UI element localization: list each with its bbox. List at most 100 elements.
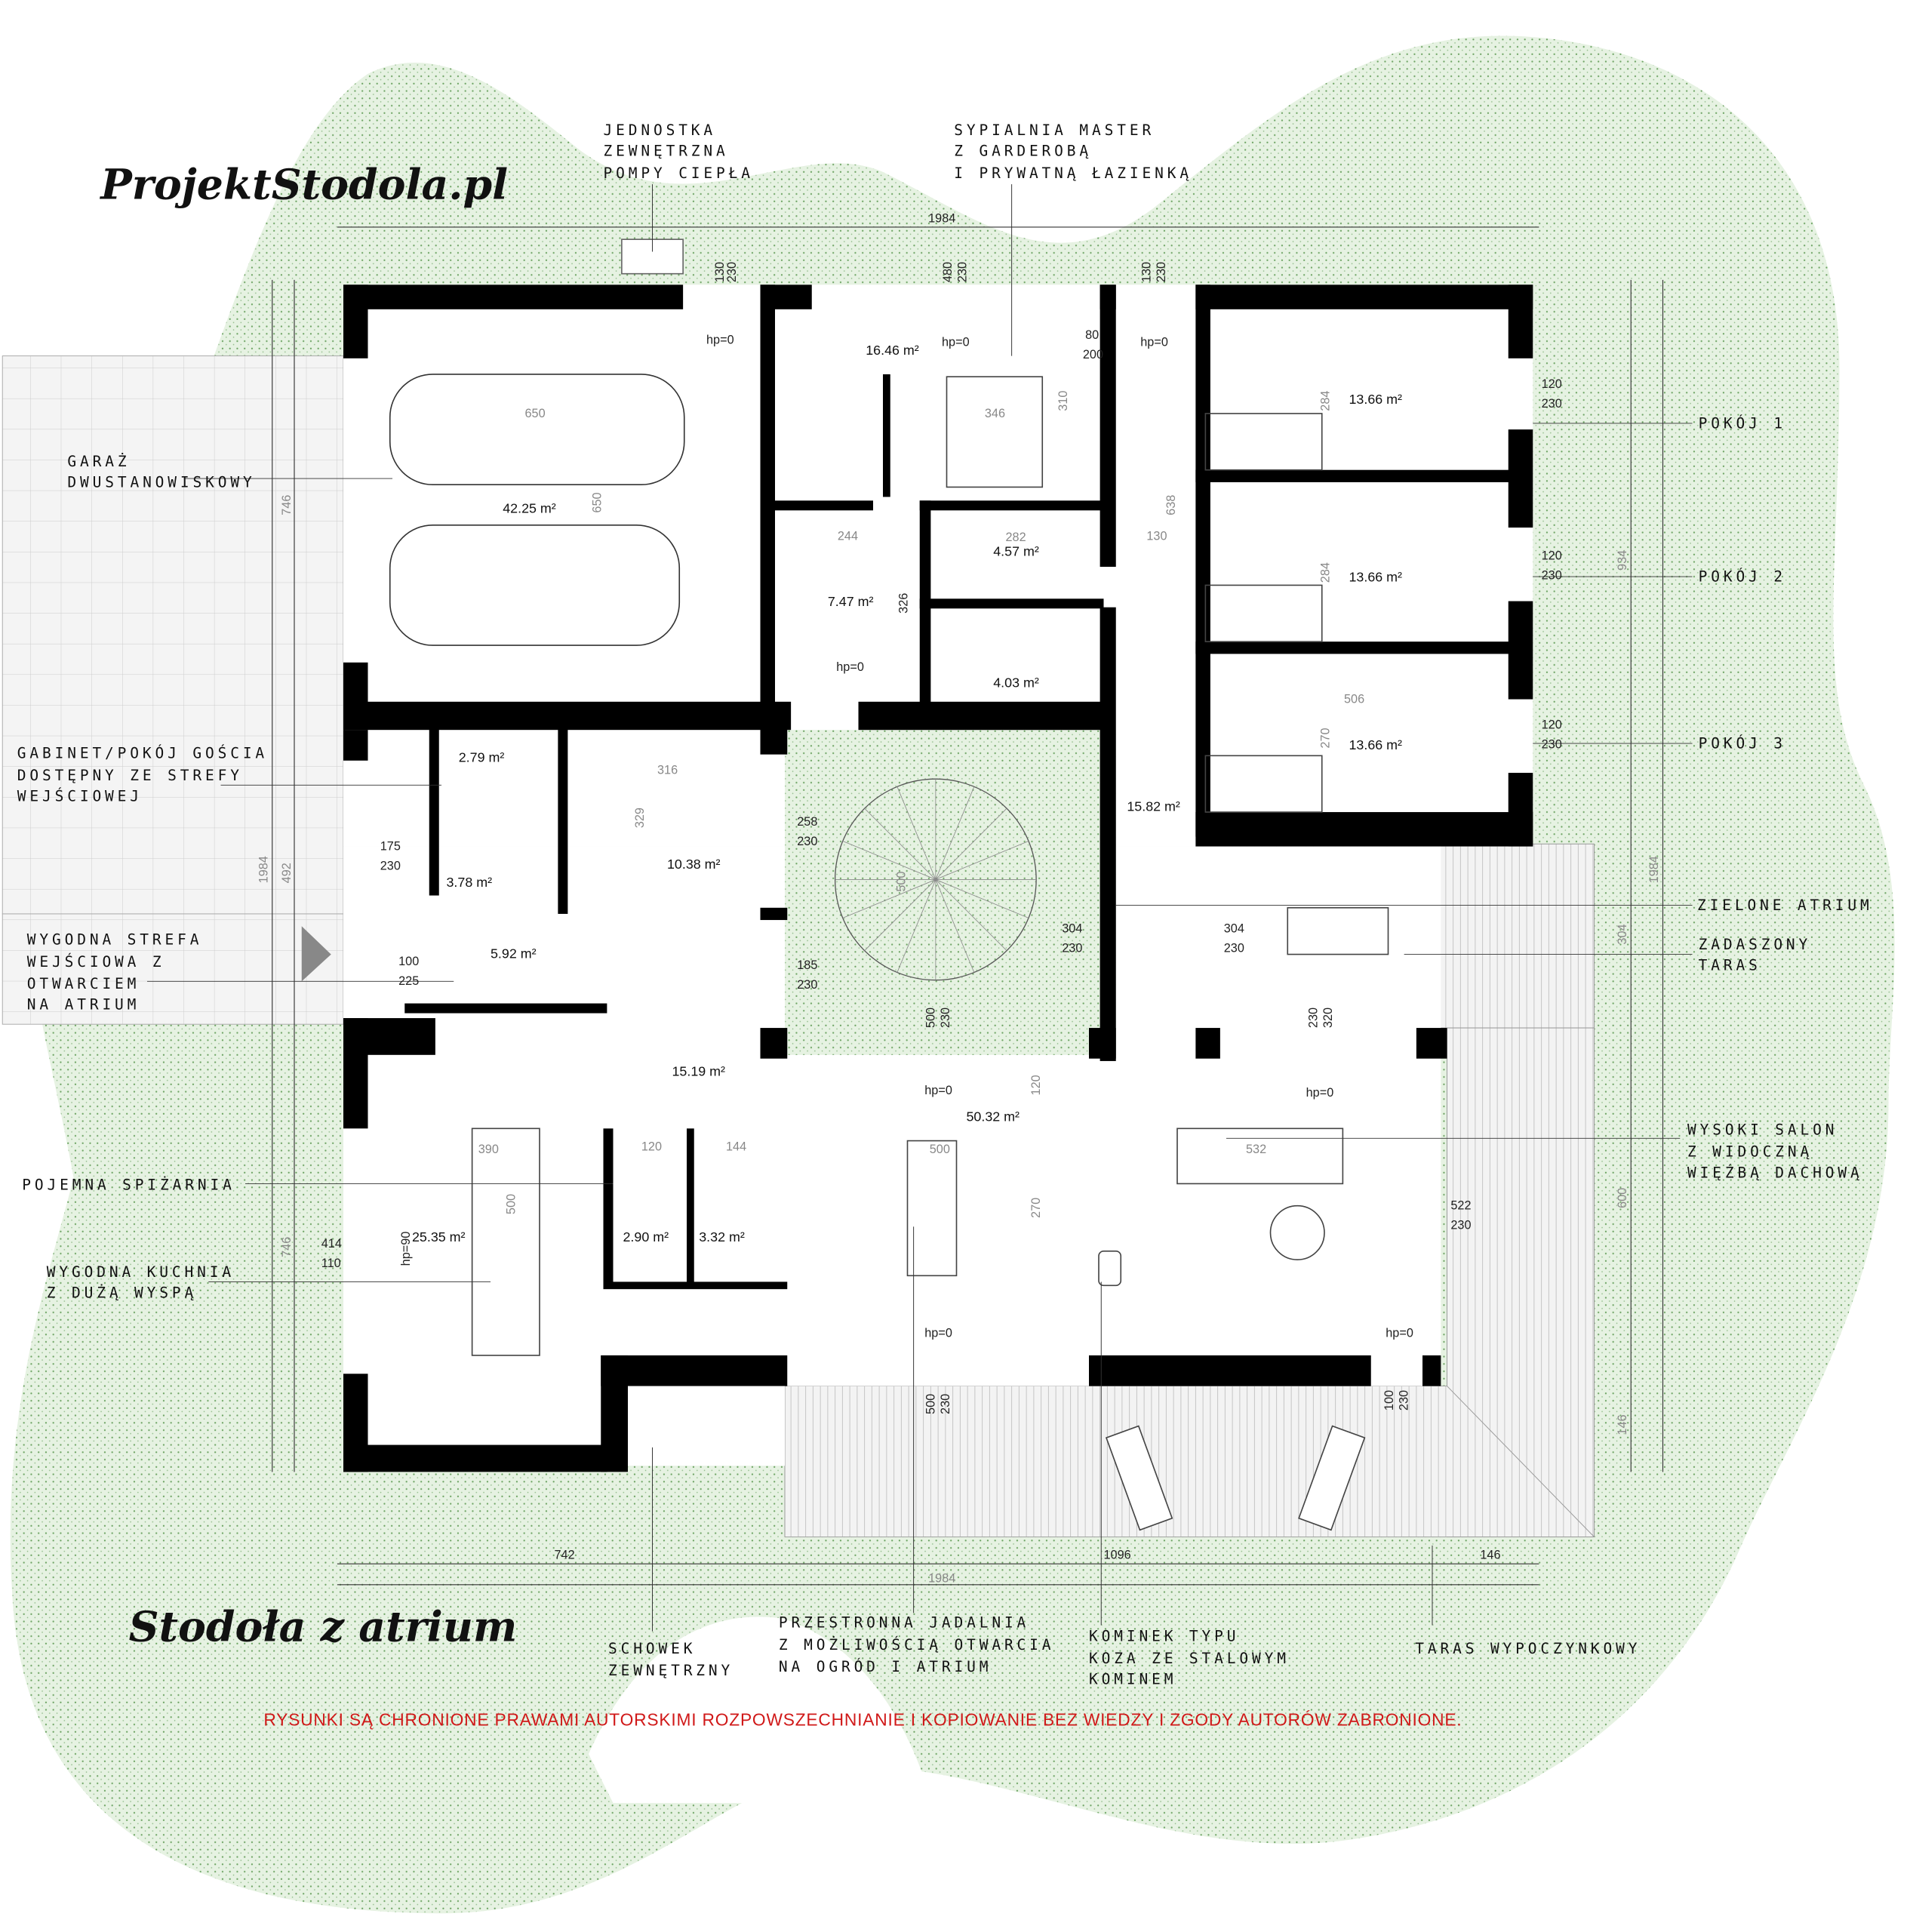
svg-text:258: 258 (797, 815, 817, 829)
svg-text:GABINET/POKÓJ GOŚCIA: GABINET/POKÓJ GOŚCIA (17, 744, 268, 762)
annotation-room1: POKÓJ 1 (1699, 414, 1786, 432)
area-garage: 42.25 m² (503, 501, 556, 516)
svg-text:OTWARCIEM: OTWARCIEM (27, 975, 140, 992)
svg-text:934: 934 (1616, 550, 1629, 571)
svg-text:JEDNOSTKA: JEDNOSTKA (604, 122, 717, 139)
walls (343, 285, 1533, 1472)
svg-text:DOSTĘPNY ZE STREFY: DOSTĘPNY ZE STREFY (17, 767, 243, 784)
bed-master-icon (946, 376, 1044, 488)
svg-text:POMPY CIEPŁA: POMPY CIEPŁA (604, 165, 754, 182)
svg-text:130: 130 (1146, 529, 1167, 543)
annotation-kitchen: WYGODNA KUCHNIA Z DUŻĄ WYSPĄ (47, 1263, 235, 1302)
annotation-salon: WYSOKI SALON Z WIDOCZNĄ WIĘŹBĄ DACHOWĄ (1687, 1121, 1859, 1181)
svg-text:NA OGRÓD I ATRIUM: NA OGRÓD I ATRIUM (779, 1657, 992, 1675)
svg-text:120: 120 (1029, 1075, 1043, 1095)
svg-text:ZADASZONY: ZADASZONY (1699, 936, 1812, 953)
svg-text:230: 230 (1398, 1390, 1411, 1411)
area-office: 10.38 m² (667, 857, 721, 872)
area-bath: 3.32 m² (699, 1229, 745, 1244)
svg-text:hp=0: hp=0 (1386, 1327, 1413, 1340)
svg-text:146: 146 (1480, 1549, 1500, 1562)
svg-text:175: 175 (380, 839, 401, 853)
svg-text:500: 500 (505, 1194, 518, 1214)
coffee-table-icon (1269, 1204, 1325, 1260)
svg-text:304: 304 (1616, 924, 1629, 944)
svg-text:230: 230 (1155, 262, 1168, 282)
svg-text:120: 120 (1542, 718, 1562, 732)
svg-text:1984: 1984 (257, 856, 270, 883)
stair-tread (935, 808, 1007, 880)
area-living: 50.32 m² (967, 1109, 1020, 1124)
area-pantry: 2.90 m² (623, 1229, 669, 1244)
svg-text:532: 532 (1246, 1143, 1266, 1156)
svg-text:hp=0: hp=0 (924, 1327, 952, 1340)
svg-text:650: 650 (525, 407, 546, 420)
svg-text:390: 390 (478, 1143, 499, 1156)
svg-text:230: 230 (939, 1008, 952, 1028)
svg-text:KOMINEK TYPU: KOMINEK TYPU (1089, 1628, 1239, 1645)
annotation-atrium: ZIELONE ATRIUM (1697, 897, 1873, 914)
svg-text:284: 284 (1319, 391, 1333, 411)
annotation-covered-terrace: ZADASZONY TARAS (1699, 936, 1812, 974)
copyright-notice: RYSUNKI SĄ CHRONIONE PRAWAMI AUTORSKIMI … (263, 1710, 1462, 1730)
terrace-table-icon (1287, 907, 1389, 955)
annotation-storage: SCHOWEK ZEWNĘTRZNY (608, 1640, 730, 1679)
car-2-icon (389, 525, 681, 646)
svg-text:DWUSTANOWISKOWY: DWUSTANOWISKOWY (67, 473, 255, 491)
svg-text:506: 506 (1344, 692, 1364, 706)
white-cutout (589, 1617, 932, 1804)
annotation-entry: WYGODNA STREFA WEJŚCIOWA Z OTWARCIEM NA … (27, 931, 203, 1014)
sunbed-1-icon (1105, 1425, 1173, 1531)
svg-text:KOZA ZE STALOWYM: KOZA ZE STALOWYM (1089, 1650, 1290, 1667)
annotation-heat-pump: JEDNOSTKA ZEWNĘTRZNA POMPY CIEPŁA (604, 122, 754, 182)
stair-tread (897, 786, 937, 880)
stair-tread (935, 786, 975, 880)
svg-text:310: 310 (1056, 391, 1070, 411)
svg-text:WYGODNA KUCHNIA: WYGODNA KUCHNIA (47, 1263, 235, 1281)
area-wc-master: 4.03 m² (993, 675, 1039, 690)
svg-text:WEJŚCIOWA Z: WEJŚCIOWA Z (27, 952, 165, 971)
svg-text:WYGODNA STREFA: WYGODNA STREFA (27, 931, 203, 949)
svg-text:130: 130 (713, 262, 727, 282)
stair-tread (935, 879, 1007, 951)
svg-text:316: 316 (657, 764, 678, 777)
svg-text:244: 244 (838, 529, 858, 543)
svg-text:TARAS: TARAS (1699, 957, 1761, 974)
svg-text:600: 600 (1616, 1188, 1629, 1208)
sunbed-2-icon (1298, 1425, 1366, 1531)
svg-text:522: 522 (1450, 1199, 1471, 1213)
dimension-lines (272, 226, 1664, 1586)
svg-text:480: 480 (941, 262, 955, 282)
sofa-icon (1176, 1128, 1344, 1185)
svg-text:NA ATRIUM: NA ATRIUM (27, 996, 140, 1014)
svg-text:230: 230 (380, 859, 401, 872)
bed-3-icon (1204, 755, 1323, 813)
area-room1: 13.66 m² (1349, 392, 1403, 407)
annotation-pantry: POJEMNA SPIŻARNIA (22, 1177, 235, 1194)
svg-text:282: 282 (1006, 531, 1026, 544)
svg-text:304: 304 (1224, 921, 1244, 935)
svg-text:500: 500 (924, 1394, 937, 1414)
svg-text:230: 230 (1450, 1219, 1471, 1232)
svg-text:130: 130 (1139, 262, 1153, 282)
svg-text:GARAŻ: GARAŻ (67, 453, 130, 470)
svg-text:PRZESTRONNA JADALNIA: PRZESTRONNA JADALNIA (779, 1614, 1029, 1632)
svg-text:230: 230 (1062, 941, 1082, 955)
dining-table-icon (906, 1140, 958, 1277)
area-room3: 13.66 m² (1349, 737, 1403, 752)
svg-text:hp=90: hp=90 (399, 1232, 413, 1266)
area-corridor: 15.82 m² (1127, 798, 1180, 814)
leader-lines (147, 184, 1693, 1632)
area-vestibule: 5.92 m² (491, 946, 537, 961)
svg-text:hp=0: hp=0 (706, 333, 734, 346)
entry-arrow (301, 926, 331, 982)
svg-text:230: 230 (1224, 941, 1244, 955)
project-name: Stodoła z atrium (129, 1603, 518, 1652)
svg-text:hp=0: hp=0 (942, 336, 970, 349)
svg-text:Z DUŻĄ WYSPĄ: Z DUŻĄ WYSPĄ (47, 1284, 197, 1302)
area-wc-entry: 3.78 m² (447, 875, 493, 890)
area-room2: 13.66 m² (1349, 570, 1403, 585)
svg-text:hp=0: hp=0 (924, 1084, 952, 1097)
area-wardrobe: 4.57 m² (993, 543, 1039, 558)
